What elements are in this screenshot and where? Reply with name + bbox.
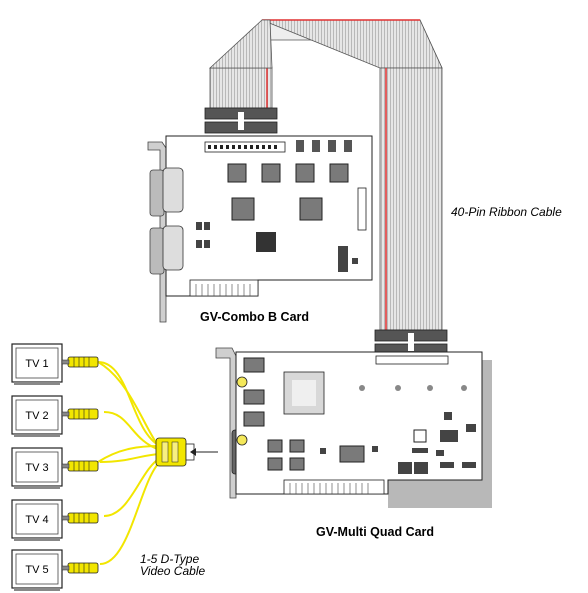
ribbon-cable-label: 40-Pin Ribbon Cable — [451, 205, 562, 219]
tv-label: TV 2 — [25, 410, 48, 422]
quad-card-label: GV-Multi Quad Card — [316, 525, 434, 539]
combo-b-card: GV-Combo B Card — [148, 136, 372, 324]
rca-tip — [62, 412, 69, 416]
tv-label: TV 3 — [25, 462, 48, 474]
arrow-icon — [190, 448, 218, 456]
rca-plug — [68, 461, 98, 471]
rca-tip — [62, 360, 69, 364]
tv-label: TV 1 — [25, 358, 48, 370]
tv-stand — [14, 382, 60, 385]
tv-5: TV 5 — [12, 550, 98, 591]
tv-label: TV 4 — [25, 514, 48, 526]
multi-quad-card: GV-Multi Quad Card — [216, 348, 492, 539]
rca-plug — [68, 563, 98, 573]
tv-1: TV 1 — [12, 344, 98, 385]
tv-2: TV 2 — [12, 396, 98, 437]
rca-plug — [68, 513, 98, 523]
video-cable — [98, 362, 160, 564]
tv-4: TV 4 — [12, 500, 98, 541]
tv-stand — [14, 588, 60, 591]
tv-label: TV 5 — [25, 564, 48, 576]
rca-plug — [68, 357, 98, 367]
tv-3: TV 3 — [12, 448, 98, 489]
video-cable-label-line2: Video Cable — [140, 564, 205, 578]
d-type-connector — [156, 438, 194, 466]
rca-tip — [62, 516, 69, 520]
tv-stand — [14, 434, 60, 437]
combo-card-label: GV-Combo B Card — [200, 310, 309, 324]
tv-group: TV 1 TV 2 TV 3 TV 4 TV 5 — [12, 344, 98, 591]
tv-stand — [14, 486, 60, 489]
rca-tip — [62, 464, 69, 468]
tv-stand — [14, 538, 60, 541]
rca-plug — [68, 409, 98, 419]
rca-tip — [62, 566, 69, 570]
